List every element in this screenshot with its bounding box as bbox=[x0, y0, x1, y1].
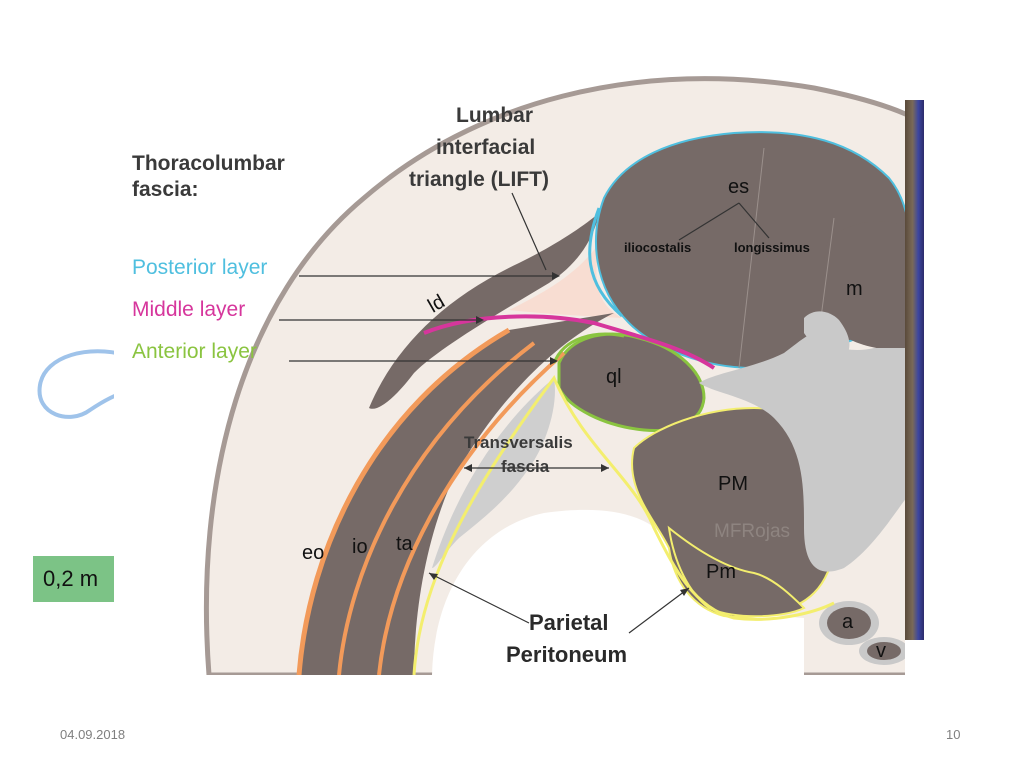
anterior-layer-line bbox=[552, 332, 625, 364]
label-iliocostalis: iliocostalis bbox=[624, 240, 692, 255]
label-ql: ql bbox=[606, 366, 622, 388]
abdominal-cavity bbox=[432, 509, 804, 675]
transversalis-label-line2: fascia bbox=[501, 457, 550, 476]
vertebra-bone bbox=[699, 334, 905, 572]
legend-anterior-layer: Anterior layer bbox=[132, 340, 257, 363]
footer-page-number: 10 bbox=[946, 727, 961, 742]
percentage-box: 0,2 m bbox=[33, 556, 117, 602]
lift-region bbox=[509, 243, 622, 318]
legend-middle-layer: Middle layer bbox=[132, 298, 246, 321]
legend-heading-line1: Thoracolumbar bbox=[132, 152, 285, 175]
footer-date: 04.09.2018 bbox=[60, 727, 126, 742]
latissimus-dorsi-muscle bbox=[369, 213, 599, 409]
label-pm-upper: PM bbox=[718, 473, 748, 495]
label-longissimus: longissimus bbox=[734, 240, 810, 255]
label-eo: eo bbox=[302, 542, 325, 564]
watermark: MFRojas bbox=[714, 521, 791, 542]
background-photo-strip bbox=[905, 100, 924, 640]
aorta-lumen bbox=[827, 607, 871, 639]
abdominal-wall-muscles bbox=[299, 313, 614, 675]
multifidus-muscle bbox=[823, 221, 905, 350]
background-loop-shape bbox=[37, 349, 131, 419]
internal-oblique-border bbox=[337, 341, 536, 675]
transversalis-fascia-line bbox=[412, 375, 835, 675]
lift-label-line2: interfacial bbox=[436, 136, 536, 159]
transversalis-label-line1: Transversalis bbox=[464, 433, 573, 452]
label-m: m bbox=[846, 278, 863, 300]
label-a: a bbox=[842, 611, 854, 633]
legend-posterior-layer: Posterior layer bbox=[132, 256, 268, 279]
anatomy-drawing bbox=[114, 48, 905, 675]
lumbar-cross-section-figure: Thoracolumbar fascia: Posterior layer Mi… bbox=[114, 48, 905, 675]
label-io: io bbox=[352, 536, 368, 558]
lift-label-line1: Lumbar bbox=[456, 104, 534, 127]
lift-label-line3: triangle (LIFT) bbox=[409, 168, 549, 191]
vena-cava-lumen bbox=[867, 642, 901, 660]
label-ta: ta bbox=[396, 533, 413, 555]
label-es: es bbox=[728, 176, 750, 198]
spinous-process bbox=[804, 311, 850, 359]
external-oblique-border bbox=[296, 327, 511, 675]
label-v: v bbox=[876, 640, 886, 662]
posterior-layer-line bbox=[588, 207, 623, 318]
percentage-box-text: 0,2 m bbox=[43, 566, 99, 591]
parietal-label-line2: Peritoneum bbox=[506, 642, 628, 667]
legend-heading-line2: fascia: bbox=[132, 178, 199, 201]
label-pm-lower: Pm bbox=[706, 561, 736, 583]
transversus-border bbox=[377, 351, 566, 675]
parietal-label-line1: Parietal bbox=[529, 610, 609, 635]
